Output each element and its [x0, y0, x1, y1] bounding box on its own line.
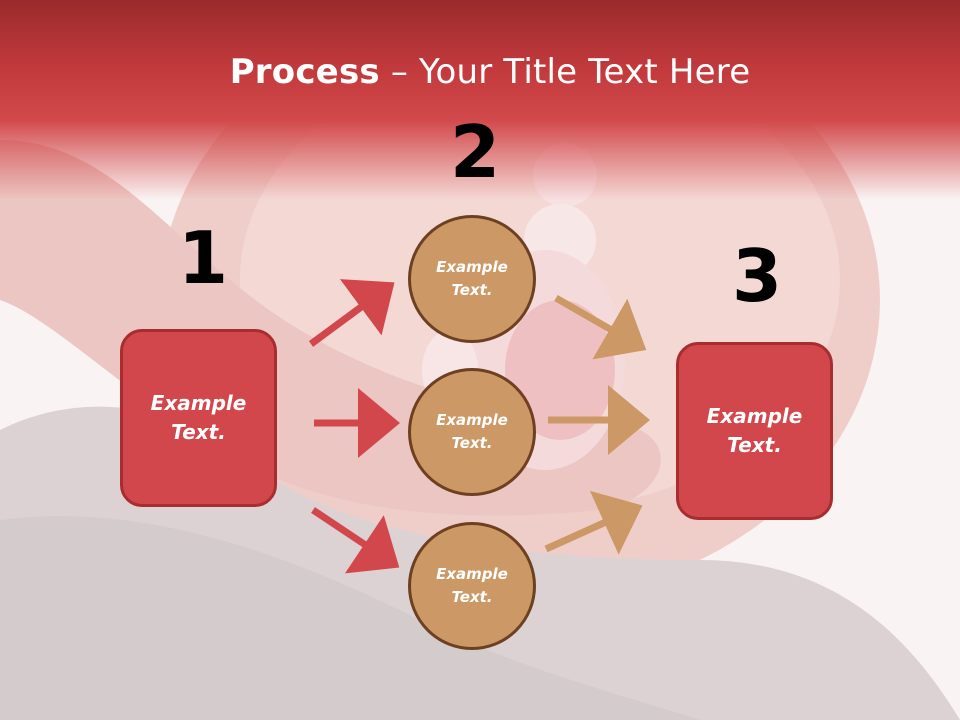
arrow-1-to-circle-3 — [311, 507, 400, 574]
step-number-3: 3 — [732, 234, 783, 318]
title-bold: Process — [229, 52, 380, 92]
slide-title: Process – Your Title Text Here — [0, 52, 960, 92]
step-2-circle-2[interactable]: Example Text. — [408, 368, 536, 496]
arrow-1-to-circle-1 — [308, 279, 395, 347]
step-2-circle-2-text: Example Text. — [436, 410, 508, 452]
arrow-circle-1-to-3 — [554, 294, 647, 360]
step-2-circle-3-text: Example Text. — [436, 564, 508, 606]
step-2-circle-3[interactable]: Example Text. — [408, 522, 536, 650]
step-1-text: Example Text. — [150, 391, 247, 444]
step-2-circle-1-text: Example Text. — [436, 257, 508, 299]
step-number-2: 2 — [450, 110, 501, 194]
step-number-1: 1 — [178, 216, 229, 300]
step-3-box[interactable]: Example Text. — [676, 342, 833, 520]
step-2-circle-1[interactable]: Example Text. — [408, 215, 536, 343]
arrow-circle-3-to-3 — [544, 490, 643, 555]
title-band — [0, 0, 960, 200]
step-3-text: Example Text. — [706, 404, 803, 457]
step-1-box[interactable]: Example Text. — [120, 329, 277, 507]
title-rest: – Your Title Text Here — [379, 52, 751, 92]
